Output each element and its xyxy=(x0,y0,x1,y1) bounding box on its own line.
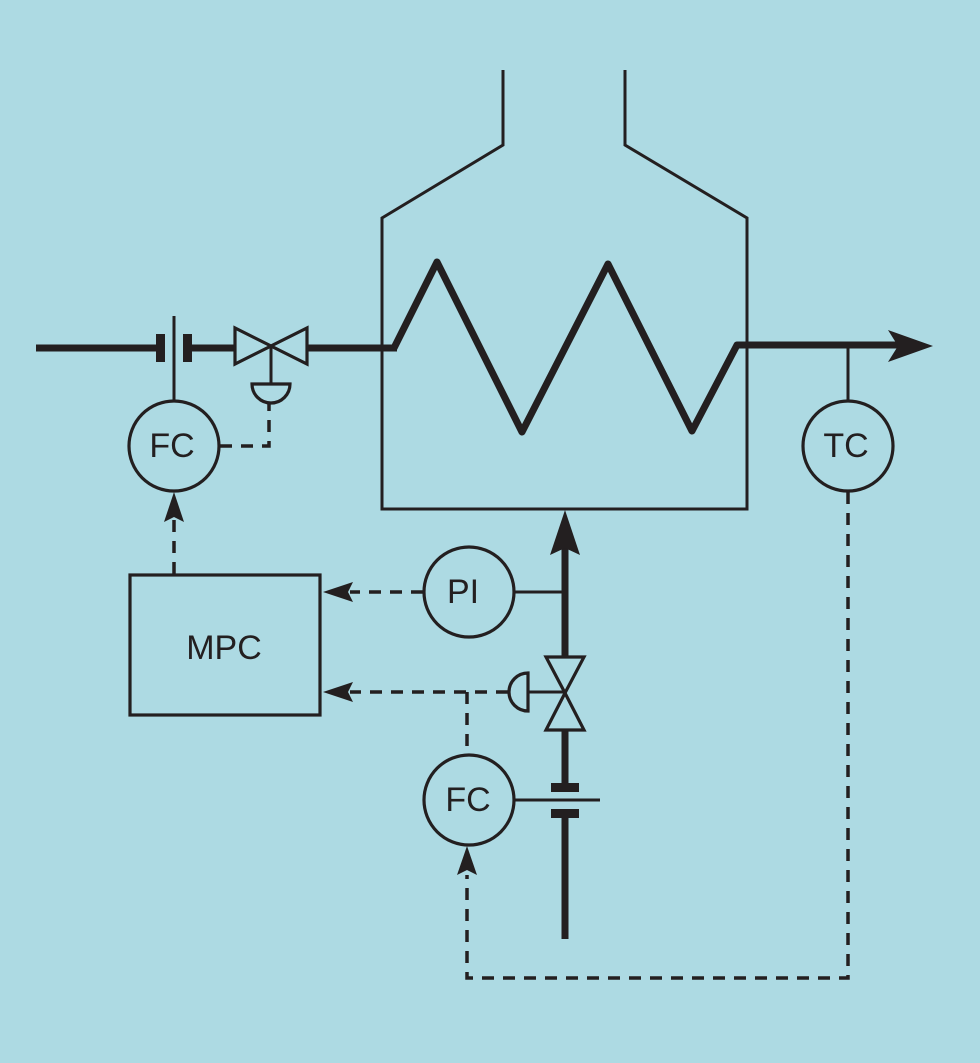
mpc-label: MPC xyxy=(186,629,262,667)
feed-valve-actuator[interactable] xyxy=(250,382,292,405)
tc-outlet-bubble[interactable] xyxy=(801,399,895,493)
feed-control-valve-right[interactable] xyxy=(267,325,309,367)
tc-outlet-label: TC xyxy=(823,427,868,465)
fc-feed-bubble[interactable] xyxy=(127,399,221,493)
fc-feed-to-valve-signal xyxy=(220,404,271,448)
fc-fuel-bubble[interactable] xyxy=(422,753,516,847)
feed-orifice-plate-right xyxy=(183,334,192,362)
furnace-stack-left xyxy=(380,70,749,511)
mpc-to-fc-arrow-icon xyxy=(164,492,184,522)
fc-feed-label: FC xyxy=(149,427,194,465)
fuel-arrow-icon xyxy=(550,510,580,555)
tc-to-fc-arrow-icon xyxy=(457,846,477,875)
pi-fuel-instrument[interactable]: PI xyxy=(422,545,516,639)
tc-outlet-instrument[interactable]: TC xyxy=(801,399,895,493)
fc-fuel-instrument[interactable]: FC xyxy=(422,753,516,847)
feed-control-valve[interactable] xyxy=(233,325,275,367)
fuel-orifice-plate-top xyxy=(551,783,579,792)
outlet-arrow-icon xyxy=(888,330,933,362)
mpc-block[interactable]: MPC xyxy=(128,573,322,717)
fuel-valve-actuator[interactable] xyxy=(507,671,530,713)
fc-feed-instrument[interactable]: FC xyxy=(127,399,221,493)
mpc-box[interactable] xyxy=(128,573,322,717)
tc-to-fc-fuel-signal xyxy=(465,492,850,980)
valve-to-mpc-arrow-icon xyxy=(323,682,353,702)
fuel-control-valve[interactable] xyxy=(543,689,587,732)
pi-fuel-label: PI xyxy=(447,573,479,611)
pi-fuel-bubble[interactable] xyxy=(422,545,516,639)
heating-coil xyxy=(390,258,747,436)
pi-to-mpc-arrow-icon xyxy=(323,582,353,602)
feed-orifice-plate-left xyxy=(156,334,165,362)
fuel-control-valve-top[interactable] xyxy=(543,655,587,697)
fuel-orifice-plate-bottom xyxy=(551,809,579,818)
fc-fuel-label: FC xyxy=(445,781,490,819)
